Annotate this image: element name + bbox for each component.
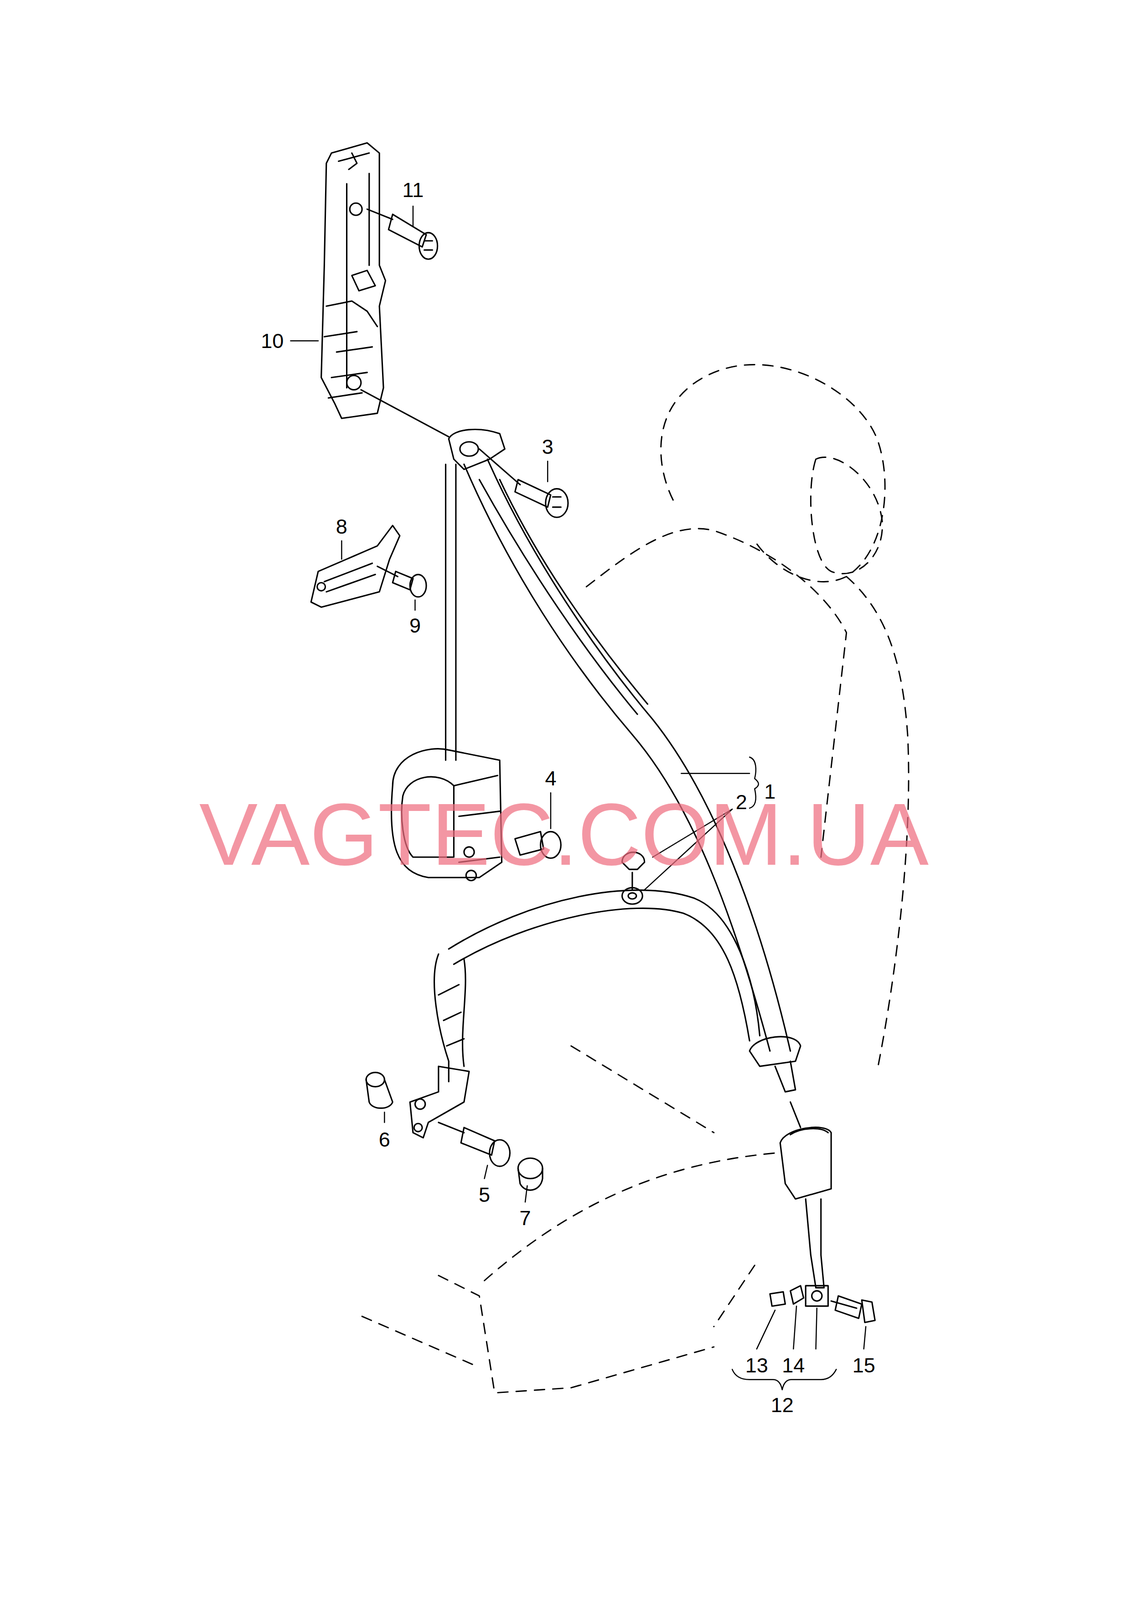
- callout-number: 8: [335, 516, 348, 537]
- callout-number: 5: [478, 1183, 491, 1205]
- callout-number: 14: [781, 1354, 805, 1375]
- callout-number: 6: [378, 1128, 391, 1150]
- callout-number: 11: [402, 179, 424, 201]
- callout-number: 15: [852, 1354, 876, 1375]
- callout-number: 7: [519, 1207, 532, 1228]
- watermark: VAGTEC.COM.UA: [199, 790, 929, 879]
- callout-number: 9: [409, 615, 421, 636]
- callout-number: 3: [542, 436, 554, 457]
- callout-number: 4: [544, 767, 557, 789]
- callout-number: 12: [770, 1394, 794, 1415]
- callout-number: 13: [745, 1354, 769, 1375]
- callout-number: 10: [260, 330, 284, 352]
